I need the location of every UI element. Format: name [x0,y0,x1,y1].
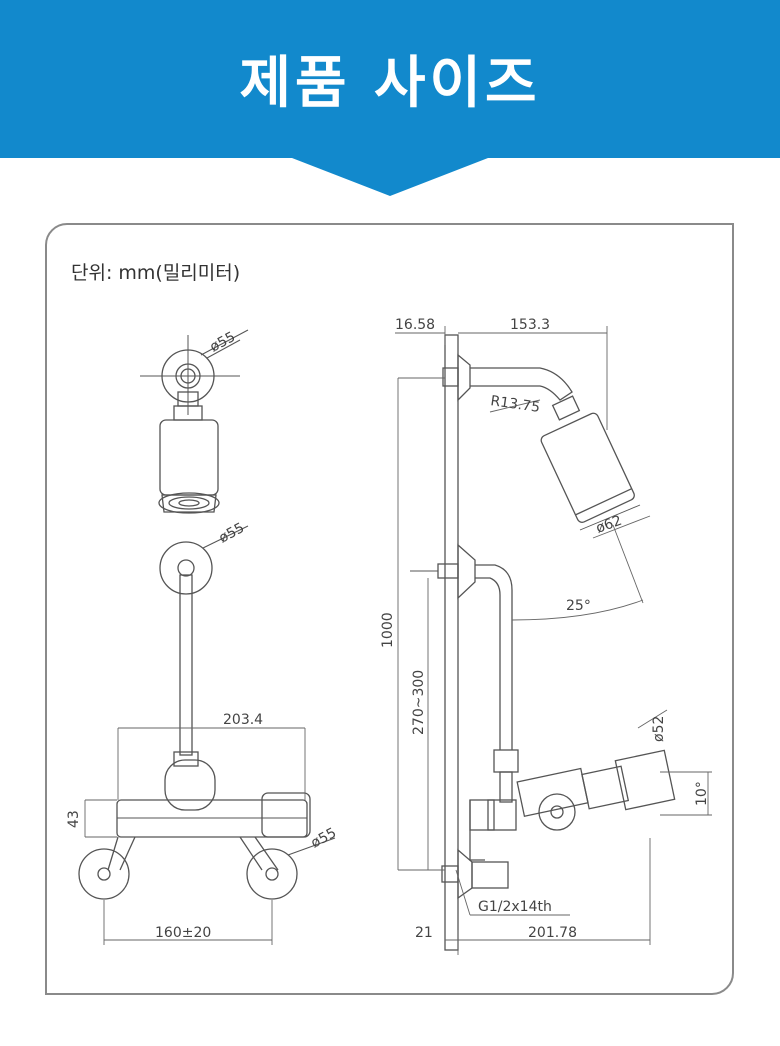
arm-flange-front [159,541,213,595]
riser-rod-front [179,574,193,756]
dim-arm-flange-dia: ø55 [216,520,247,547]
head-mount-front [140,329,249,415]
dim-arm-length: 153.3 [510,317,550,333]
dim-leg-spacing: 160±20 [155,925,211,941]
dim-handle-angle: 10° [694,781,710,806]
dim-bottom-offset: 21 [415,925,433,941]
dim-thread: G1/2x14th [478,899,552,915]
shower-head-front [158,419,220,514]
dim-body-height: 43 [66,810,82,828]
leg-flange-right [246,848,298,900]
dim-head-flange-dia: ø55 [207,329,238,356]
mixer-body-front [116,759,311,838]
dim-total-height: 1000 [380,612,396,648]
dim-depth: 201.78 [528,925,577,941]
shower-arm-side [442,353,581,421]
dim-handle-dia: ø52 [651,716,667,742]
shower-head-side [540,412,635,523]
dim-wall-offset: 16.58 [395,317,435,333]
unit-label: 단위: mm(밀리미터) [71,262,241,284]
dim-head-dia: ø62 [594,513,624,537]
dim-head-angle: 25° [566,598,591,614]
dim-height-range: 270~300 [411,670,427,735]
dim-body-width: 203.4 [223,712,263,728]
dim-leg-flange-dia: ø55 [308,825,339,852]
header-banner [0,0,780,196]
dimension-panel [45,223,734,995]
inlet-fitting-side [441,800,509,900]
mixer-body-side [469,749,676,831]
header-banner-shape [0,0,780,196]
page-title: 제품 사이즈 [239,51,541,116]
dim-bend-radius: R13.75 [489,393,541,416]
middle-mount-side [410,543,513,750]
wall-plate-side [444,334,459,951]
leg-flange-left [78,848,130,900]
